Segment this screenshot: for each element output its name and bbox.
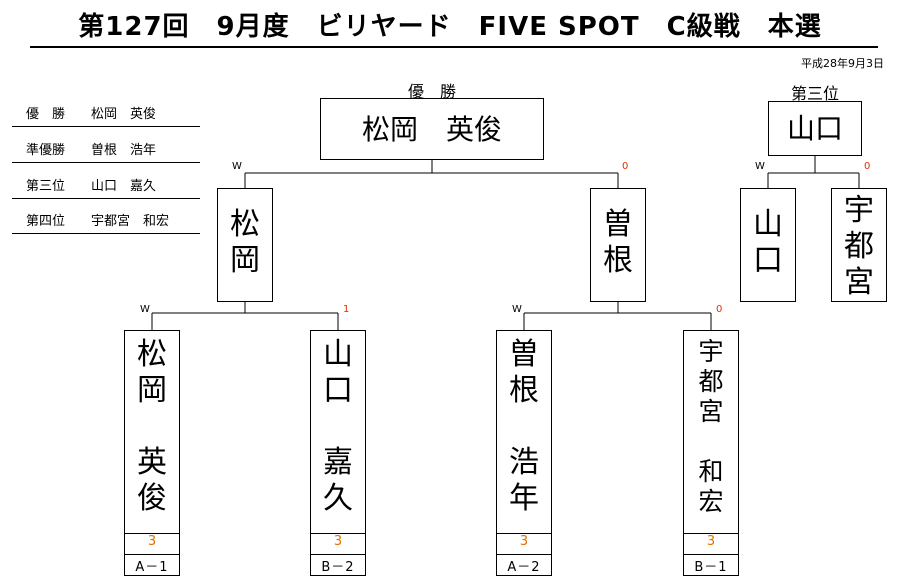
third-right-box: 宇 都 宮 (831, 188, 887, 302)
rank-second: 準優勝 曽根 浩年 (12, 139, 200, 163)
rank-first: 優 勝 松岡 英俊 (12, 103, 200, 127)
semi-right-left-mark: W (512, 304, 522, 315)
player-name: 松 岡 英 俊 (137, 337, 167, 516)
player-name: 曽 根 浩 年 (509, 337, 539, 516)
divider (311, 554, 365, 555)
title-underline (30, 46, 878, 48)
third-left-box: 山 口 (740, 188, 796, 302)
divider (311, 533, 365, 534)
player-card: 宇 都 宮 和 宏 3 B－1 (683, 330, 739, 576)
semi-right-right-mark: 0 (716, 304, 723, 315)
divider (125, 533, 179, 534)
player-card: 曽 根 浩 年 3 A－2 (496, 330, 552, 576)
finalist-right-name: 曽 根 (603, 207, 633, 278)
champion-box: 松岡 英俊 (320, 98, 544, 160)
player-score: 3 (333, 534, 343, 549)
divider (497, 554, 551, 555)
third-right-mark: 0 (864, 161, 871, 172)
final-label: 優 勝 (407, 82, 456, 101)
player-name: 宇 都 宮 和 宏 (698, 337, 724, 516)
finalist-left-name: 松 岡 (230, 207, 260, 278)
final-left-mark: W (232, 161, 242, 172)
finalist-left-box: 松 岡 (217, 188, 273, 302)
divider (497, 533, 551, 534)
rank-third: 第三位 山口 嘉久 (12, 175, 200, 199)
event-date: 平成28年9月3日 (801, 57, 884, 70)
player-score: 3 (706, 534, 716, 549)
third-left-mark: W (755, 161, 765, 172)
player-score: 3 (147, 534, 157, 549)
player-seed: B－2 (321, 560, 355, 575)
page-title: 第127回 9月度 ビリヤード FIVE SPOT C級戦 本選 (78, 12, 822, 42)
third-place-label: 第三位 (790, 84, 839, 103)
semi-left-right-mark: 1 (343, 304, 350, 315)
third-right-name: 宇 都 宮 (844, 193, 874, 300)
champion-name: 松岡 英俊 (361, 113, 502, 146)
divider (684, 533, 738, 534)
third-place-name: 山口 (786, 112, 843, 145)
divider (125, 554, 179, 555)
semi-left-left-mark: W (140, 304, 150, 315)
player-score: 3 (519, 534, 529, 549)
finalist-right-box: 曽 根 (590, 188, 646, 302)
divider (684, 554, 738, 555)
player-seed: B－1 (694, 560, 728, 575)
third-left-name: 山 口 (753, 207, 783, 278)
player-seed: A－1 (135, 560, 169, 575)
rank-fourth: 第四位 宇都宮 和宏 (12, 210, 200, 234)
third-place-box: 山口 (768, 101, 862, 156)
player-card: 山 口 嘉 久 3 B－2 (310, 330, 366, 576)
player-name: 山 口 嘉 久 (323, 337, 353, 516)
final-right-mark: 0 (622, 161, 629, 172)
player-seed: A－2 (507, 560, 541, 575)
player-card: 松 岡 英 俊 3 A－1 (124, 330, 180, 576)
